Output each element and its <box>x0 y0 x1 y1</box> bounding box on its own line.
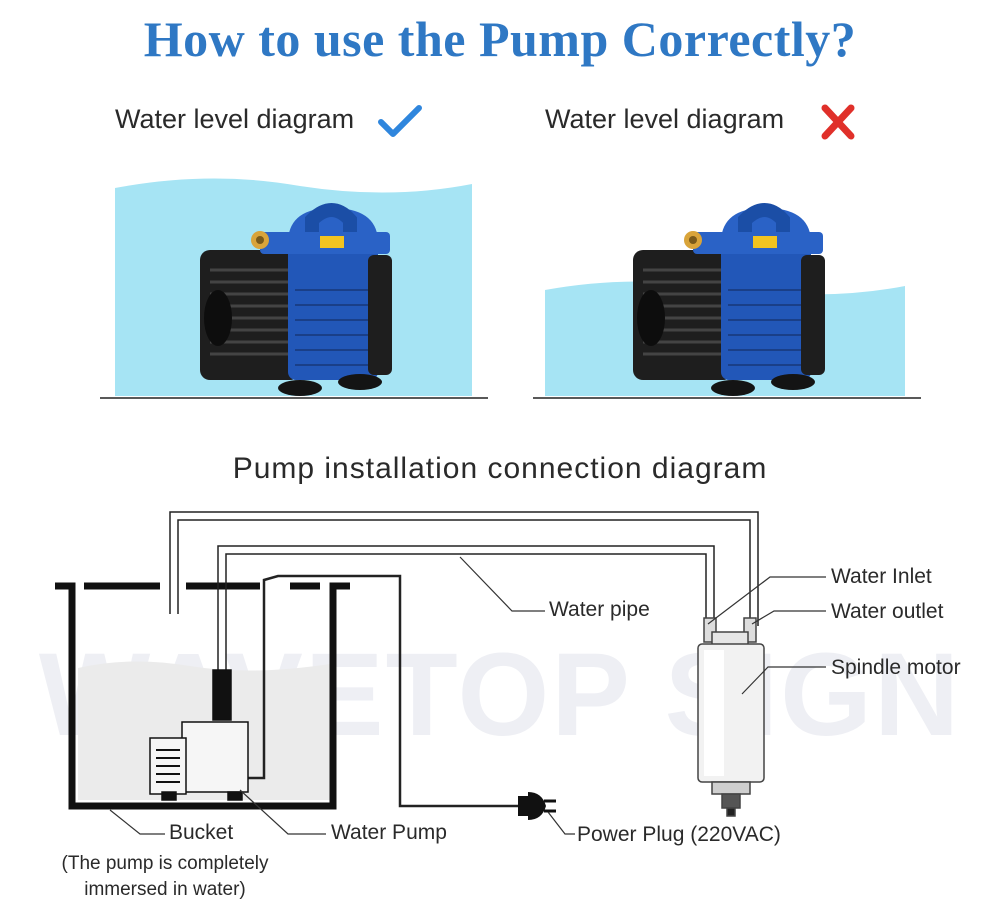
water-level-correct-panel <box>100 178 488 399</box>
label-water-inlet: Water Inlet <box>831 565 932 588</box>
panel-label-correct: Water level diagram <box>115 104 355 134</box>
panel-label-incorrect: Water level diagram <box>545 104 785 134</box>
label-spindle-motor: Spindle motor <box>831 656 961 679</box>
spindle-motor <box>697 617 765 817</box>
label-water-pipe: Water pipe <box>549 598 650 621</box>
bucket <box>55 582 350 810</box>
label-power-plug: Power Plug (220VAC) <box>577 823 781 846</box>
bucket-note-line-1: (The pump is completely <box>61 853 269 874</box>
label-water-pump: Water Pump <box>331 821 447 844</box>
page-title: How to use the Pump Correctly? <box>143 11 857 67</box>
water-pipes <box>169 511 759 680</box>
pump-illustration <box>200 203 392 396</box>
bucket-note-line-2: immersed in water) <box>84 879 246 900</box>
water-pump <box>149 669 249 801</box>
check-icon <box>378 105 422 137</box>
power-plug-icon <box>518 792 556 820</box>
leader-lines <box>109 556 826 835</box>
power-cord <box>244 574 520 808</box>
label-water-outlet: Water outlet <box>831 600 944 623</box>
pump-illustration <box>633 203 825 396</box>
cross-icon <box>821 104 855 140</box>
installation-diagram: WAVETOP SIGN <box>39 511 959 835</box>
water-level-incorrect-panel <box>533 203 921 399</box>
label-bucket: Bucket <box>169 821 234 844</box>
installation-diagram-title: Pump installation connection diagram <box>232 452 768 485</box>
